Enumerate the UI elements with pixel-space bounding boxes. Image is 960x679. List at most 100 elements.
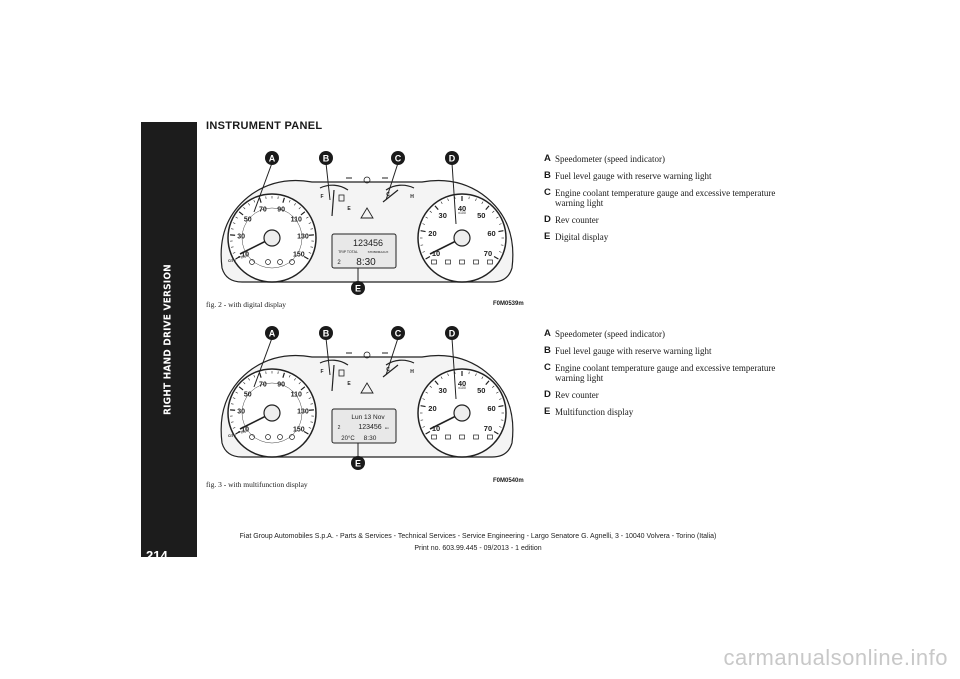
speedometer-minor-tick <box>259 372 261 376</box>
display-time: 8:30 <box>356 257 376 268</box>
rev-counter-minor-tick <box>481 376 484 379</box>
rev-counter-minor-tick <box>429 210 432 213</box>
watermark: carmanualsonline.info <box>723 645 948 670</box>
speedometer-minor-tick <box>248 378 250 381</box>
speedometer-tick-label: 150 <box>293 252 305 259</box>
display-status: STDBRMAAUX <box>368 250 389 254</box>
rev-counter-tick-label: 30 <box>439 211 447 220</box>
speedometer-minor-tick <box>288 200 291 203</box>
warning-light-icon <box>289 434 295 440</box>
speedometer-hub <box>263 229 281 247</box>
legend-letter: C <box>544 187 551 198</box>
display-trip-label: TRIP TOTAL <box>338 250 358 254</box>
speedometer-minor-tick <box>248 203 250 206</box>
rev-counter-minor-tick <box>496 432 499 435</box>
legend-text: Speedometer (speed indicator) <box>555 329 665 339</box>
callout-letter: B <box>323 329 330 339</box>
callout-letter: A <box>269 154 276 164</box>
speedometer-minor-tick <box>235 432 238 435</box>
speedometer-minor-tick <box>283 197 285 201</box>
speedometer-minor-tick <box>294 203 296 206</box>
rev-counter-minor-tick <box>496 216 499 219</box>
speedometer-minor-tick <box>235 216 238 219</box>
rev-counter-tick-label: 60 <box>487 229 495 238</box>
rev-counter-minor-tick <box>487 205 490 208</box>
speedometer-minor-tick <box>243 382 246 385</box>
warning-light-icon <box>487 259 493 265</box>
warning-triangle-icon <box>360 207 374 219</box>
rev-counter-unit: x100 <box>458 211 466 215</box>
warning-light-icon <box>265 259 271 265</box>
warning-light-icon <box>249 259 255 265</box>
rev-counter-minor-tick <box>499 223 502 225</box>
warning-light-icon <box>473 434 479 440</box>
legend-text: Fuel level gauge with reserve warning li… <box>555 346 712 356</box>
speedometer-minor-tick <box>306 216 309 219</box>
fuel-gauge-full-label: F <box>320 194 323 200</box>
rev-counter-minor-tick <box>499 251 502 253</box>
fuel-pump-icon <box>338 194 345 202</box>
figure-code: F0M0540m <box>493 478 524 484</box>
callout-badge <box>319 326 333 340</box>
callout-letter: D <box>449 329 456 339</box>
fuel-pump-icon <box>338 369 345 377</box>
rev-counter-tick-label: 10 <box>432 249 440 258</box>
speedometer-minor-tick <box>235 257 238 260</box>
rev-counter-minor-tick <box>422 223 425 225</box>
legend-text: Engine coolant temperature gauge and exc… <box>555 363 776 383</box>
legend-text: Rev counter <box>555 215 599 225</box>
speedometer-minor-tick <box>253 375 256 378</box>
speedometer-unit: mph <box>238 254 246 259</box>
legend-text: Fuel level gauge with reserve warning li… <box>555 171 712 181</box>
legend-letter: C <box>544 362 551 373</box>
callout-badge <box>445 326 459 340</box>
rev-counter-minor-tick <box>422 251 425 253</box>
rev-counter-tick-label: 30 <box>439 386 447 395</box>
speedometer-minor-tick <box>310 421 314 423</box>
temperature-gauge-cold-label: C <box>386 192 390 198</box>
fuel-gauge-empty-label: E <box>347 381 351 387</box>
callout-letter: A <box>269 329 276 339</box>
callout-badge <box>351 281 365 295</box>
rev-counter-minor-tick <box>475 373 477 376</box>
figure-caption: fig. 2 - with digital display <box>206 300 286 309</box>
callout-badge <box>319 151 333 165</box>
speedometer-tick-label: 30 <box>237 409 245 416</box>
legend-text: Digital display <box>555 232 609 242</box>
speedometer-tick-label: 30 <box>237 234 245 241</box>
temperature-gauge-arc <box>385 359 415 366</box>
temperature-gauge-arc <box>385 184 415 191</box>
speedometer-tick-label: 10 <box>241 427 249 434</box>
speedometer-minor-tick <box>238 386 242 389</box>
speedometer-minor-tick <box>306 391 309 394</box>
speedometer-minor-tick <box>230 246 234 248</box>
rev-counter-minor-tick <box>492 210 495 213</box>
warning-light-icon <box>459 434 465 440</box>
display-odometer-unit: km <box>385 426 390 430</box>
callout-letter: E <box>355 459 361 469</box>
temperature-gauge-needle <box>382 364 399 378</box>
callout-badge <box>265 326 279 340</box>
speedometer-inner-ring <box>241 382 303 444</box>
speedometer-minor-tick <box>230 228 234 230</box>
warning-light-icon <box>277 434 283 440</box>
callout-letter: C <box>395 329 402 339</box>
speedometer-minor-tick <box>308 397 312 399</box>
callout-letter: D <box>449 154 456 164</box>
legend-letter: D <box>544 214 551 225</box>
callout-letter: B <box>323 154 330 164</box>
speedometer-minor-tick <box>288 375 291 378</box>
rev-counter-minor-tick <box>425 257 428 260</box>
callout-badge <box>391 326 405 340</box>
warning-light-icon <box>277 259 283 265</box>
rev-counter-minor-tick <box>447 198 449 201</box>
speedometer-minor-tick <box>306 432 309 435</box>
display-time: 8:30 <box>364 435 377 442</box>
rev-counter-tick-label: 20 <box>428 229 436 238</box>
speedometer-minor-tick <box>294 378 296 381</box>
callout-leader <box>385 162 399 201</box>
speedometer-minor-tick <box>230 421 234 423</box>
